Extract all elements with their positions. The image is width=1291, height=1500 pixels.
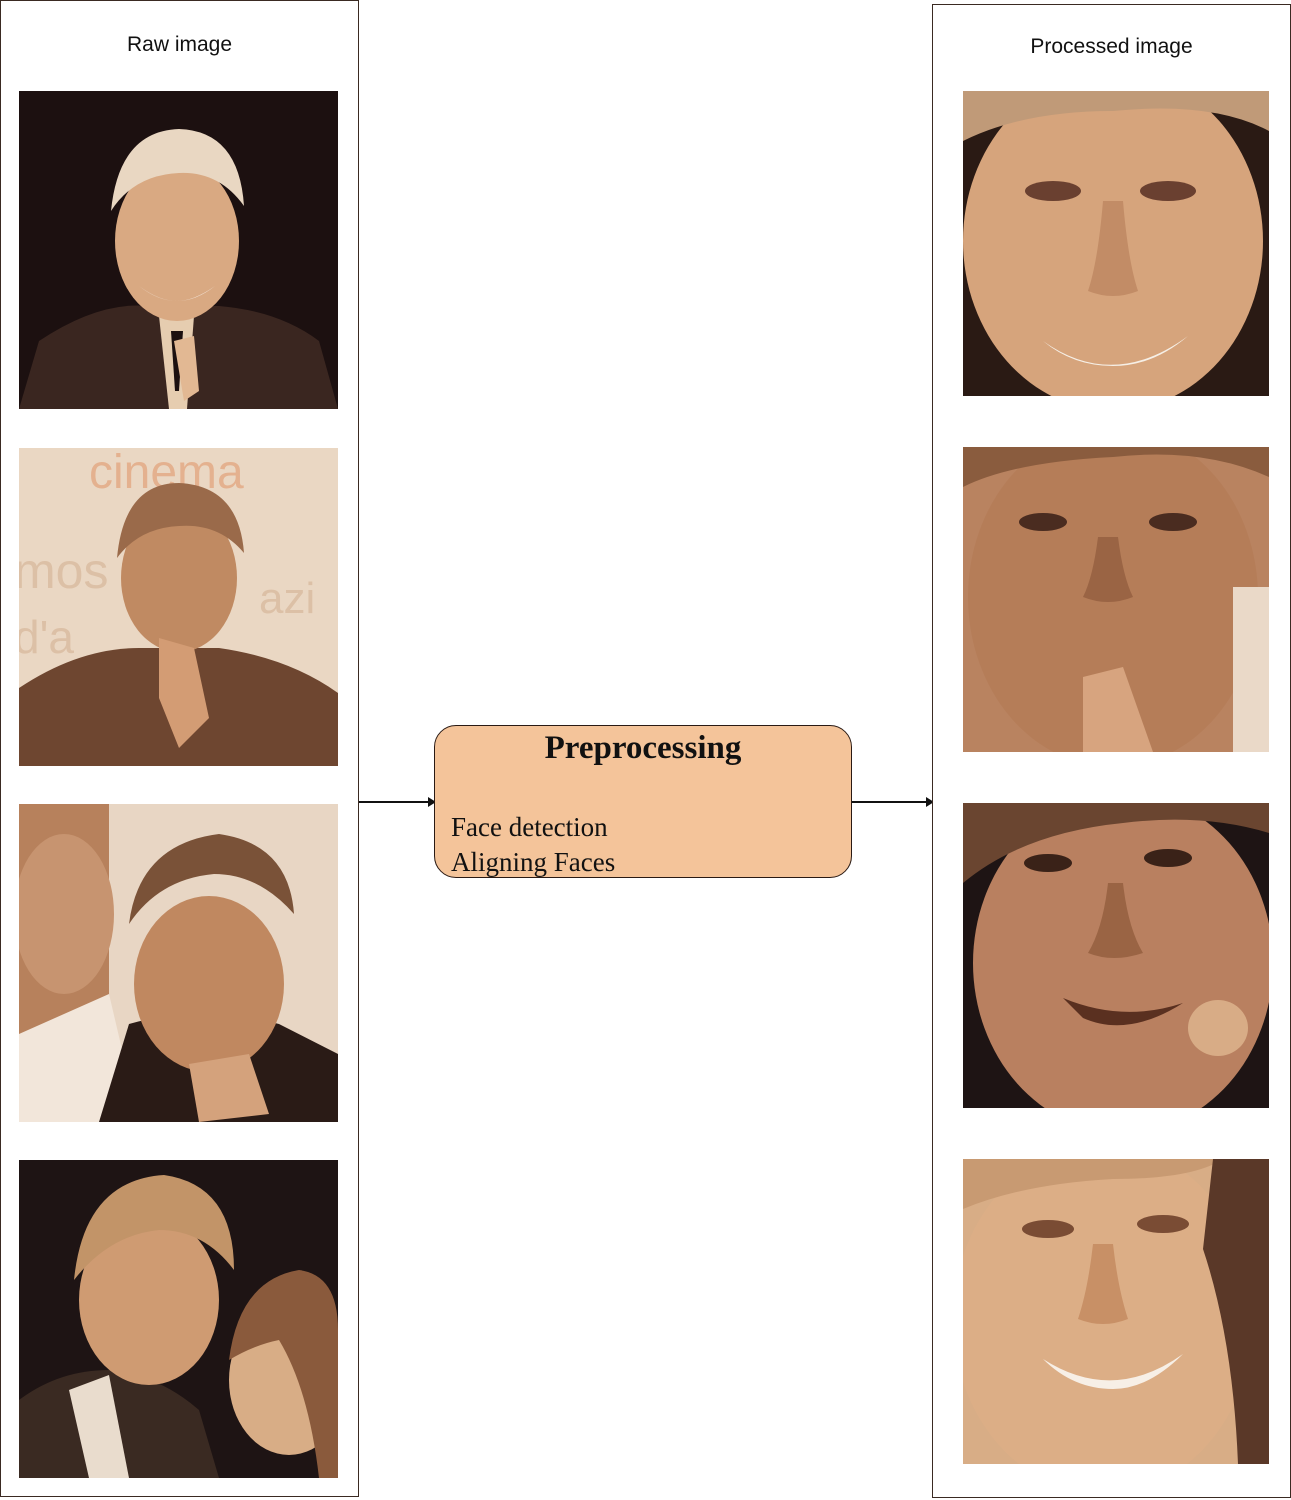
processed-photo-1 [963,91,1269,396]
raw-image-panel: Raw image cinema mos azi d'a [0,0,359,1497]
raw-image-title: Raw image [126,33,233,56]
preprocessing-title: Preprocessing [544,730,742,766]
raw-photo-3 [19,804,338,1122]
arrow-preprocessing-to-processed [851,797,934,807]
step-aligning-faces: Aligning Faces [451,847,616,877]
raw-photo-4 [19,1160,338,1478]
processed-image-title: Processed image [1030,35,1193,58]
processed-image-panel: Processed image [932,4,1291,1498]
processed-photo-2 [963,447,1269,752]
svg-text:mos: mos [19,543,108,599]
raw-photo-1 [19,91,338,409]
processed-photo-4 [963,1159,1269,1464]
preprocessing-box: Preprocessing Face detection Aligning Fa… [434,725,852,878]
svg-text:azi: azi [259,574,315,623]
svg-text:d'a: d'a [19,611,74,663]
step-face-detection: Face detection [451,812,608,842]
processed-photo-3 [963,803,1269,1108]
raw-photo-2: cinema mos azi d'a [19,448,338,766]
arrow-raw-to-preprocessing [359,797,436,807]
